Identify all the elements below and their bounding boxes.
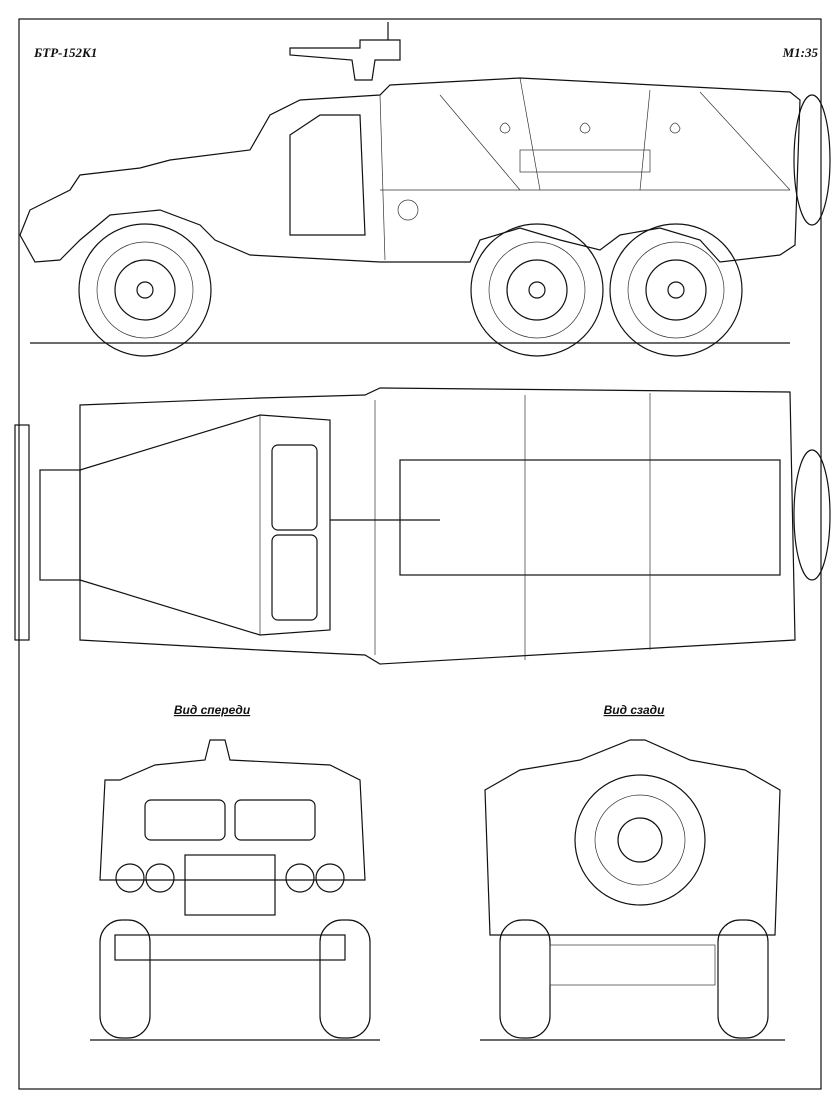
rear-view-label: Вид сзади (604, 703, 665, 717)
sheet-border (18, 18, 822, 1090)
top-view (14, 387, 831, 665)
rear-view (480, 739, 785, 1041)
front-wheel (78, 223, 212, 357)
middle-wheel (470, 223, 604, 357)
rear-spare-wheel (574, 774, 706, 906)
front-view-label: Вид спереди (174, 703, 251, 717)
side-view (19, 22, 831, 357)
scale-label: М1:35 (782, 45, 819, 60)
rear-wheel (609, 223, 743, 357)
model-title: БТР-152К1 (33, 45, 97, 60)
front-view (90, 739, 380, 1041)
spare-wheel (793, 94, 831, 226)
